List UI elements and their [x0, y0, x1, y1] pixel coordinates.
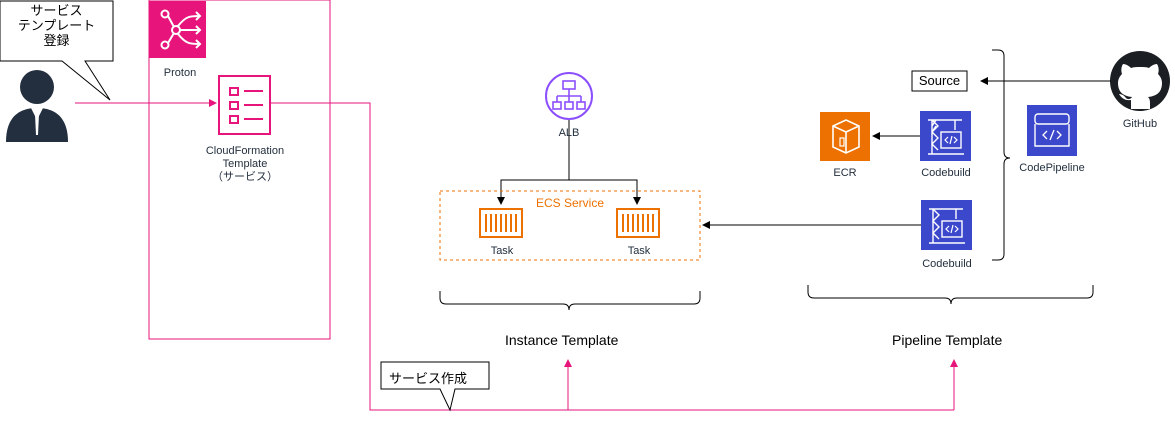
ecs-service-label: ECS Service: [535, 196, 605, 210]
proton-icon: [149, 1, 206, 58]
cloudformation-template-icon: [218, 75, 271, 135]
task-label: Task: [490, 245, 514, 257]
source-box: [911, 70, 968, 92]
instance-template-brace: [439, 291, 701, 311]
instance-template-label: Instance Template: [505, 332, 619, 348]
codepipeline-label: CodePipeline: [1019, 162, 1085, 174]
user-icon: [6, 70, 68, 142]
alb-to-task1-arrow: [497, 120, 570, 205]
service-create-line: [270, 102, 954, 411]
codebuild-icon: [921, 200, 972, 250]
codepipeline-icon: [1027, 105, 1077, 156]
alb-label: ALB: [558, 127, 580, 139]
codepipeline-brace: [992, 49, 1011, 261]
github-label: GitHub: [1122, 118, 1158, 130]
source-label: Source: [918, 73, 961, 88]
cloudformation-label: CloudFormation Template （サービス）: [205, 145, 285, 183]
codebuild-icon: [920, 111, 971, 161]
proton-label: Proton: [163, 67, 197, 79]
create-callout-text: サービス作成: [389, 371, 468, 386]
container-icon: [616, 208, 660, 238]
codebuild-label: Codebuild: [922, 258, 972, 270]
container-icon: [479, 208, 523, 238]
register-callout-text: サービス テンプレート 登録: [17, 3, 96, 48]
task-label: Task: [627, 245, 651, 257]
github-icon: [1110, 51, 1170, 111]
alb-icon: [545, 72, 593, 120]
register-callout: [0, 0, 114, 101]
create-callout: [380, 361, 490, 412]
codebuild-label: Codebuild: [921, 167, 971, 179]
ecr-label: ECR: [833, 167, 857, 179]
pipeline-template-label: Pipeline Template: [892, 332, 1003, 348]
alb-to-task2-arrow: [569, 179, 641, 205]
proton-frame: [148, 0, 331, 340]
ecr-icon: [820, 112, 870, 161]
pipeline-template-brace: [807, 285, 1094, 305]
ecs-service-group: [439, 190, 701, 261]
